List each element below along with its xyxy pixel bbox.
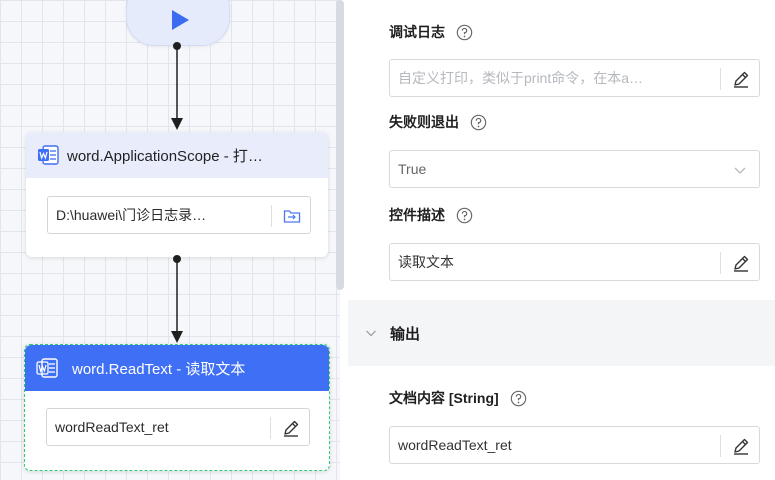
edit-button[interactable] xyxy=(279,417,303,439)
exit-on-fail-label: 失败则退出 xyxy=(389,112,487,132)
chevron-down-icon xyxy=(366,330,376,337)
exit-on-fail-select[interactable]: True xyxy=(389,150,760,188)
chevron-down-icon xyxy=(734,167,746,174)
doc-content-label: 文档内容 [String] xyxy=(389,388,527,408)
description-input[interactable]: 读取文本 xyxy=(389,243,760,281)
folder-icon xyxy=(283,210,301,223)
doc-content-value: wordReadText_ret xyxy=(398,437,512,453)
edit-pencil-icon xyxy=(734,438,749,455)
application-scope-node[interactable]: word.ApplicationScope - 打… D:\huawei\门诊日… xyxy=(26,132,328,257)
word-icon xyxy=(38,145,59,165)
play-icon[interactable] xyxy=(169,9,191,31)
edit-button[interactable] xyxy=(729,68,753,90)
debug-log-input[interactable]: 自定义打印，类似于print命令，在本a… xyxy=(389,59,760,97)
node-title: word.ApplicationScope - 打… xyxy=(67,147,263,165)
divider xyxy=(270,417,271,439)
debug-log-label: 调试日志 xyxy=(389,22,473,42)
doc-content-input[interactable]: wordReadText_ret xyxy=(389,426,760,464)
browse-button[interactable] xyxy=(280,205,304,227)
help-icon[interactable] xyxy=(456,207,473,224)
divider xyxy=(720,435,721,457)
help-icon[interactable] xyxy=(510,390,527,407)
description-label: 控件描述 xyxy=(389,205,473,225)
return-variable-field[interactable]: wordReadText_ret xyxy=(46,408,310,446)
start-node[interactable] xyxy=(126,0,230,46)
exit-on-fail-label-text: 失败则退出 xyxy=(389,114,459,130)
divider xyxy=(720,68,721,90)
read-text-node[interactable]: word.ReadText - 读取文本 wordReadText_ret xyxy=(24,344,330,471)
edit-button[interactable] xyxy=(729,252,753,274)
doc-content-label-text: 文档内容 [String] xyxy=(389,390,499,406)
word-icon xyxy=(36,358,58,378)
edit-pencil-icon xyxy=(734,255,749,272)
description-value: 读取文本 xyxy=(398,254,454,270)
canvas-scrollbar[interactable] xyxy=(336,0,344,290)
node-title: word.ReadText - 读取文本 xyxy=(72,360,246,378)
return-variable-value: wordReadText_ret xyxy=(55,419,169,435)
workflow-canvas[interactable]: word.ApplicationScope - 打… D:\huawei\门诊日… xyxy=(0,0,340,480)
file-path-field[interactable]: D:\huawei\门诊日志录… xyxy=(47,196,311,234)
help-icon[interactable] xyxy=(456,24,473,41)
debug-log-label-text: 调试日志 xyxy=(389,24,445,40)
edit-pencil-icon xyxy=(734,71,749,88)
help-icon[interactable] xyxy=(470,114,487,131)
connector-arrow xyxy=(171,259,183,343)
edit-pencil-icon xyxy=(284,420,299,437)
exit-on-fail-value: True xyxy=(398,161,427,177)
connector-arrow xyxy=(171,46,183,130)
debug-log-placeholder: 自定义打印，类似于print命令，在本a… xyxy=(398,70,644,86)
edit-button[interactable] xyxy=(729,435,753,457)
properties-panel: 调试日志 自定义打印，类似于print命令，在本a… 失败则退出 True xyxy=(348,0,775,480)
node-header: word.ApplicationScope - 打… xyxy=(26,132,328,178)
file-path-value: D:\huawei\门诊日志录… xyxy=(56,207,207,223)
output-section-header[interactable]: 输出 xyxy=(348,300,775,366)
divider xyxy=(271,205,272,227)
output-section-title: 输出 xyxy=(390,325,421,343)
divider xyxy=(720,252,721,274)
description-label-text: 控件描述 xyxy=(389,207,445,223)
node-header: word.ReadText - 读取文本 xyxy=(25,345,329,391)
